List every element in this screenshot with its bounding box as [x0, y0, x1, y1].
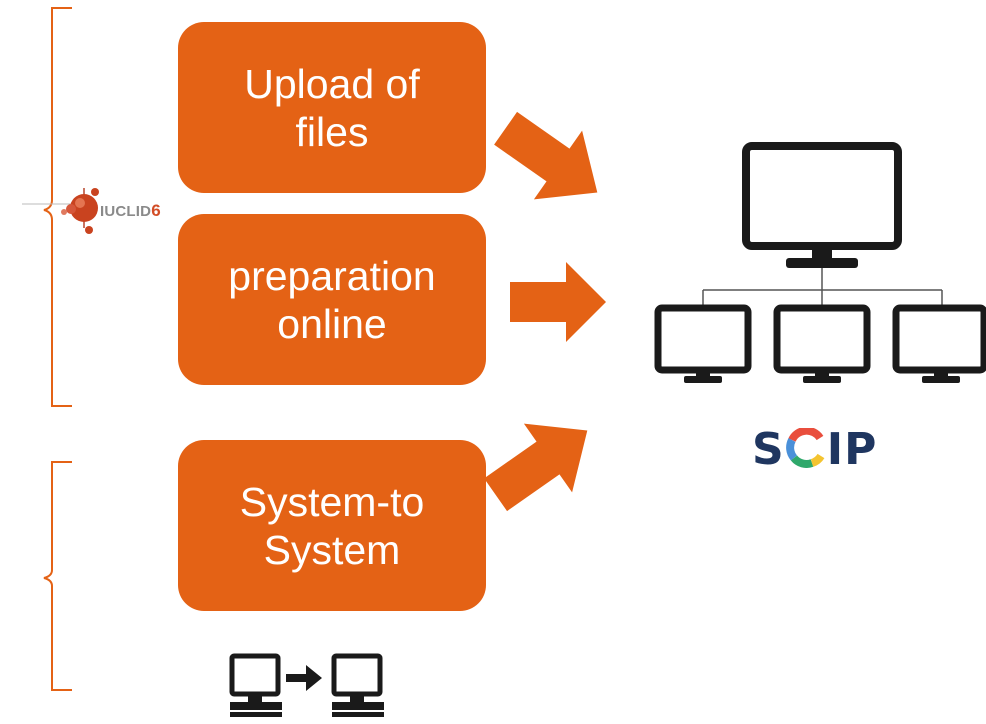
bracket-lower	[43, 461, 72, 691]
scip-letter-s: S	[752, 424, 785, 475]
iuclid-name: IUCLID	[100, 203, 152, 220]
upload-of-files-box: Upload of files	[178, 22, 486, 193]
computer-to-computer-icon	[229, 653, 384, 717]
upload-box-line2: files	[295, 108, 369, 155]
upload-box-line1: Upload of	[244, 60, 420, 107]
arrow-right-icon	[510, 262, 606, 342]
s2s-box-line1: System-to	[239, 478, 425, 525]
arrow-up-right-icon	[484, 423, 588, 512]
scip-logo: S IP	[752, 424, 877, 475]
iuclid-version: 6	[151, 201, 161, 220]
system-to-system-box: System-to System	[178, 440, 486, 611]
scip-letters-ip: IP	[826, 424, 878, 475]
arrow-icon	[286, 665, 322, 691]
scip-c-ring-icon	[785, 426, 825, 468]
iuclid-label: IUCLID6	[100, 201, 161, 221]
arrow-down-right-icon	[494, 111, 598, 200]
iuclid-logo-icon	[22, 188, 99, 234]
online-box-line1: preparation	[228, 252, 436, 299]
online-box-line2: online	[277, 300, 387, 347]
preparation-online-box: preparation online	[178, 214, 486, 385]
s2s-box-line2: System	[263, 526, 401, 573]
network-monitors-icon	[654, 142, 986, 383]
